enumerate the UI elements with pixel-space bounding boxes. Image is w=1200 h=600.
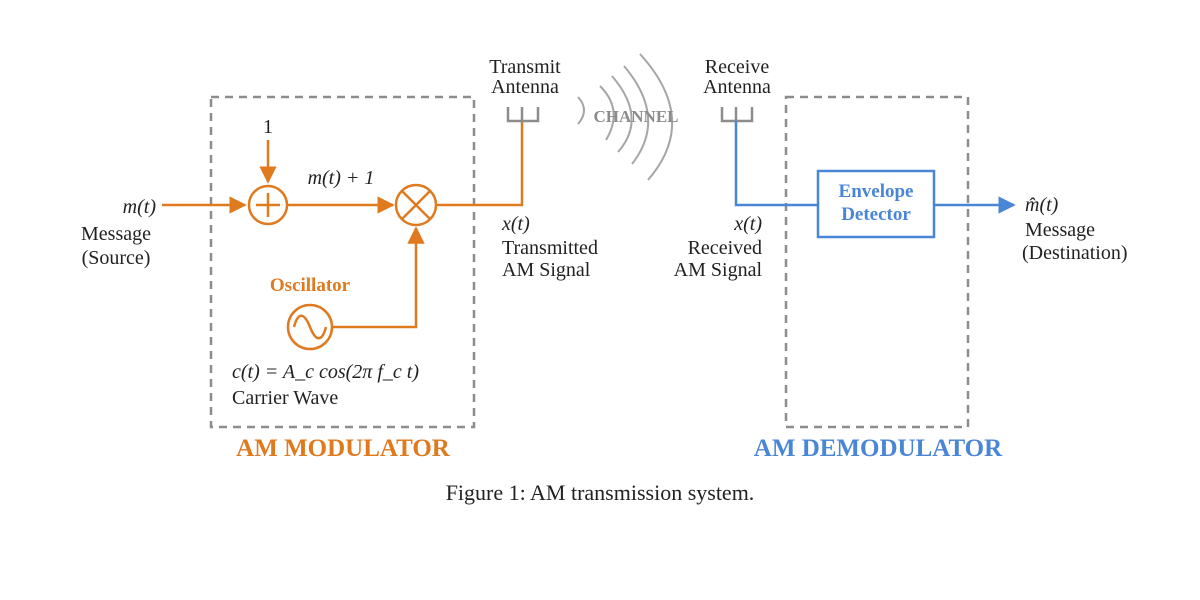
modulated-to-antenna-line	[436, 121, 524, 207]
receive-antenna-line1: Receive	[705, 56, 770, 78]
envelope-detector-label-line1: Envelope	[839, 181, 914, 202]
plus-circle-icon	[247, 184, 289, 226]
carrier-equation: c(t) = A_c cos(2π f_c t)	[232, 361, 419, 383]
transmitted-signal-symbol: x(t)	[501, 213, 530, 235]
message-input-symbol: m(t)	[123, 196, 157, 218]
constant-one-label: 1	[263, 116, 273, 138]
output-line2: (Destination)	[1022, 242, 1128, 264]
envelope-detector-label-line2: Detector	[841, 204, 911, 225]
received-signal-line1: Received	[688, 237, 762, 259]
message-input-line1: Message	[81, 223, 151, 245]
times-circle-icon	[394, 183, 438, 227]
antenna-fork-icon	[506, 107, 540, 123]
demodulator-block-outline	[784, 95, 970, 429]
transmit-antenna-line1: Transmit	[489, 56, 561, 78]
demodulator-title: AM DEMODULATOR	[754, 435, 1003, 462]
modulator-title: AM MODULATOR	[236, 435, 451, 462]
antenna-fork-icon	[720, 107, 754, 123]
transmitted-signal-line2: AM Signal	[502, 259, 591, 281]
sum-output-label: m(t) + 1	[308, 167, 375, 189]
receive-antenna-line2: Antenna	[703, 76, 771, 98]
received-signal-line2: AM Signal	[674, 259, 763, 281]
channel-label: CHANNEL	[593, 107, 678, 126]
output-symbol: m̂(t)	[1025, 194, 1059, 216]
carrier-name: Carrier Wave	[232, 387, 338, 409]
message-input-line2: (Source)	[82, 247, 151, 269]
transmit-antenna-line2: Antenna	[491, 76, 559, 98]
carrier-to-multiplier-arrow	[332, 226, 425, 329]
received-signal-symbol: x(t)	[733, 213, 762, 235]
figure-caption: Figure 1: AM transmission system.	[446, 480, 755, 505]
transmitted-signal-line1: Transmitted	[502, 237, 598, 259]
channel-waves	[577, 53, 674, 181]
sine-wave-circle-icon	[286, 303, 334, 351]
oscillator-label: Oscillator	[270, 275, 351, 296]
received-to-detector-line	[734, 121, 818, 207]
output-line1: Message	[1025, 219, 1095, 241]
modulator-block-outline	[209, 95, 476, 429]
